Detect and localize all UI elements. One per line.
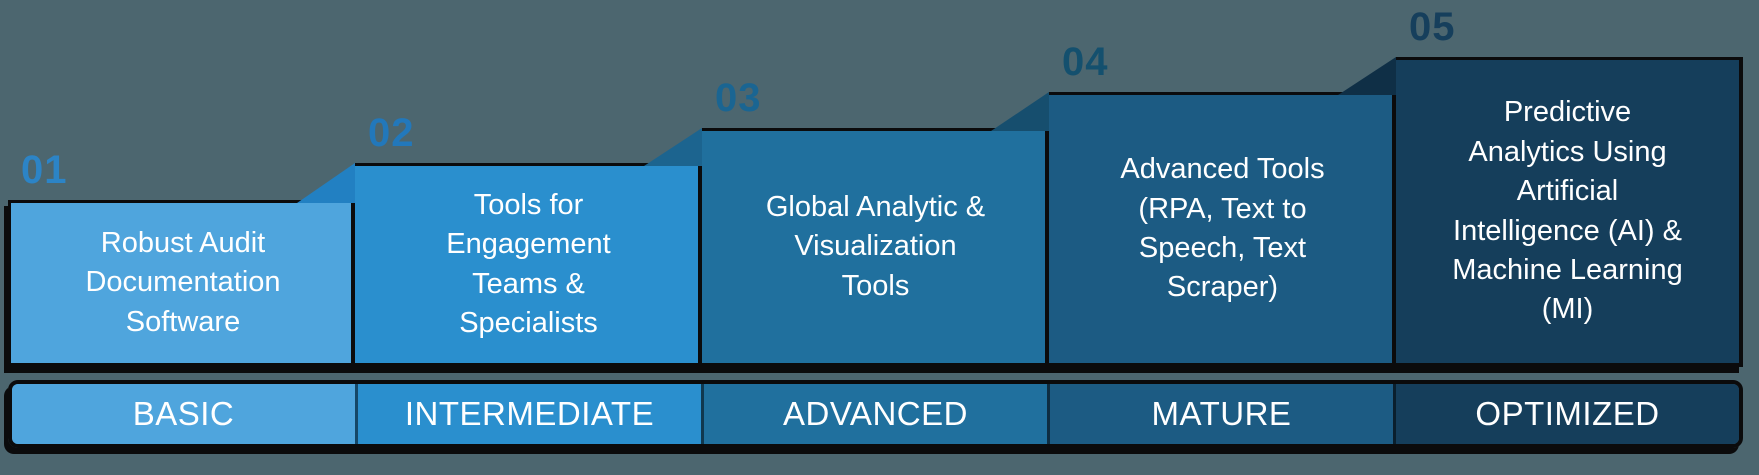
level-5-title: Predictive Analytics Using Artificial In… [1452, 96, 1683, 326]
stage-segment-basic: BASIC [12, 384, 355, 444]
level-2-number: 02 [368, 111, 415, 155]
level-4-number: 04 [1062, 40, 1109, 84]
level-5-step-wedge [1338, 57, 1396, 95]
stage-segment-intermediate: INTERMEDIATE [355, 384, 701, 444]
level-4-title: Advanced Tools (RPA, Text to Speech, Tex… [1120, 153, 1325, 304]
level-1-number: 01 [21, 148, 68, 192]
stage-segment-mature: MATURE [1047, 384, 1393, 444]
level-2-block: Tools for Engagement Teams & Specialists [355, 163, 702, 367]
level-2-title: Tools for Engagement Teams & Specialists [446, 188, 611, 339]
level-3-number: 03 [715, 76, 762, 120]
maturity-stage-bar: BASIC INTERMEDIATE ADVANCED MATURE OPTIM… [8, 380, 1743, 448]
stage-segment-advanced: ADVANCED [701, 384, 1047, 444]
level-3-title: Global Analytic & Visualization Tools [765, 190, 986, 302]
level-5-number: 05 [1409, 5, 1456, 49]
level-3-step-wedge [644, 128, 702, 166]
level-1-block: Robust Audit Documentation Software [8, 200, 355, 367]
stage-label-intermediate: INTERMEDIATE [404, 395, 655, 432]
level-5-block: Predictive Analytics Using Artificial In… [1396, 57, 1743, 367]
stage-label-advanced: ADVANCED [783, 395, 968, 432]
stage-label-optimized: OPTIMIZED [1475, 395, 1660, 432]
level-4-block: Advanced Tools (RPA, Text to Speech, Tex… [1049, 92, 1396, 367]
level-1-title: Robust Audit Documentation Software [85, 226, 281, 338]
level-2-step-wedge [297, 163, 355, 203]
stage-segment-optimized: OPTIMIZED [1393, 384, 1739, 444]
stage-label-basic: BASIC [132, 395, 235, 432]
level-4-step-wedge [991, 92, 1049, 131]
level-3-block: Global Analytic & Visualization Tools [702, 128, 1049, 367]
stage-label-mature: MATURE [1151, 395, 1292, 432]
